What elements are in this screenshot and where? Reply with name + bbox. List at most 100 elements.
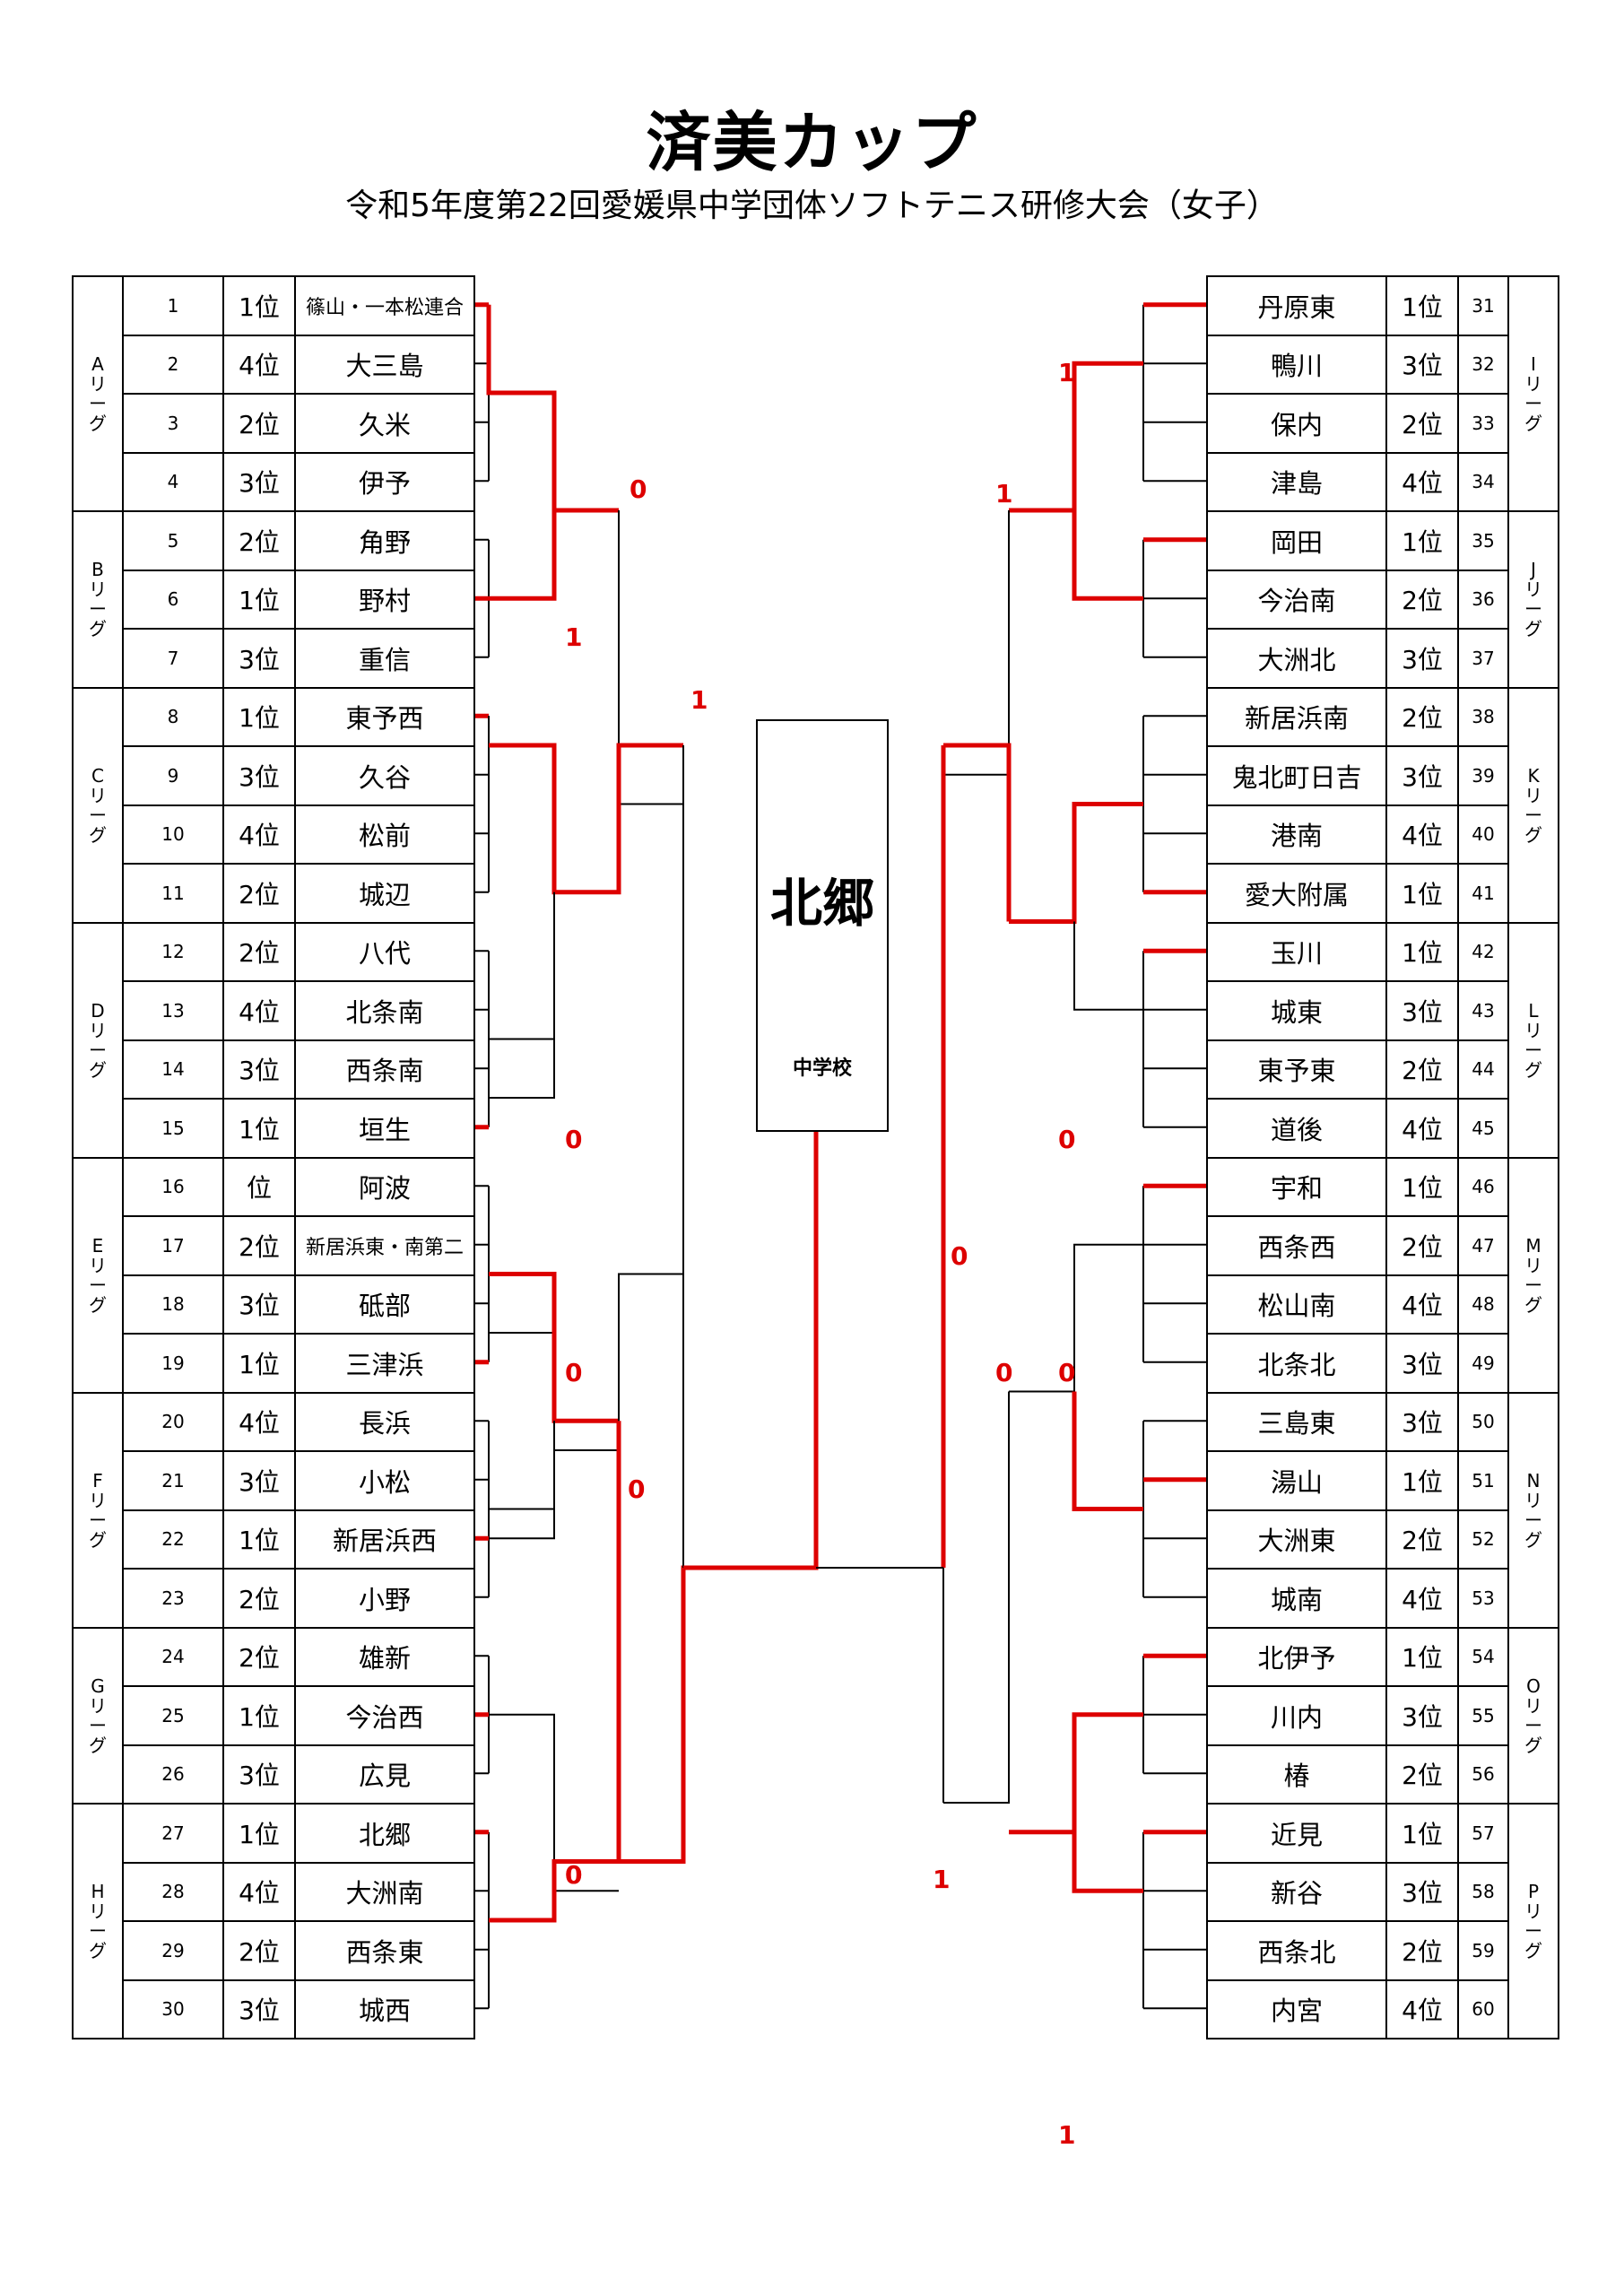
match-score: 1 bbox=[690, 685, 708, 715]
team-number: 44 bbox=[1457, 1039, 1509, 1100]
winner-path bbox=[1009, 361, 1143, 513]
school-name: 北条北 bbox=[1206, 1333, 1387, 1394]
team-rank: 3位 bbox=[1385, 980, 1459, 1041]
team-number: 17 bbox=[122, 1215, 224, 1276]
school-name: 大洲南 bbox=[294, 1861, 475, 1922]
team-number: 15 bbox=[122, 1098, 224, 1159]
school-name: 湯山 bbox=[1206, 1450, 1387, 1511]
team-rank: 1位 bbox=[1385, 1156, 1459, 1217]
school-name: 鬼北町日吉 bbox=[1206, 745, 1387, 806]
team-rank: 2位 bbox=[1385, 686, 1459, 747]
team-rank: 2位 bbox=[1385, 1920, 1459, 1981]
school-name: 道後 bbox=[1206, 1098, 1387, 1159]
league-label: Gリーグ bbox=[72, 1626, 124, 1805]
league-label: Pリーグ bbox=[1507, 1803, 1559, 2039]
school-name: 川内 bbox=[1206, 1685, 1387, 1746]
match-score: 0 bbox=[565, 1860, 582, 1890]
team-rank: 4位 bbox=[222, 980, 296, 1041]
league-label-text: Aリーグ bbox=[89, 353, 107, 434]
team-rank: 2位 bbox=[1385, 1039, 1459, 1100]
team-rank: 2位 bbox=[222, 1626, 296, 1687]
winner-path bbox=[489, 743, 683, 895]
league-label-text: Eリーグ bbox=[89, 1234, 107, 1316]
league-label-text: Oリーグ bbox=[1524, 1674, 1542, 1756]
school-name: 東予西 bbox=[294, 686, 475, 747]
team-rank: 1位 bbox=[1385, 921, 1459, 982]
school-name: 城南 bbox=[1206, 1568, 1387, 1629]
school-name: 西条西 bbox=[1206, 1215, 1387, 1276]
team-number: 59 bbox=[1457, 1920, 1509, 1981]
team-number: 19 bbox=[122, 1333, 224, 1394]
bracket-line bbox=[943, 510, 1010, 776]
team-number: 46 bbox=[1457, 1156, 1509, 1217]
winner-path bbox=[489, 1272, 619, 1423]
school-name: 野村 bbox=[294, 569, 475, 630]
school-name: 三島東 bbox=[1206, 1391, 1387, 1452]
school-name: 宇和 bbox=[1206, 1156, 1387, 1217]
school-name: 長浜 bbox=[294, 1391, 475, 1452]
team-rank: 4位 bbox=[1385, 1979, 1459, 2039]
team-number: 16 bbox=[122, 1156, 224, 1217]
team-rank: 1位 bbox=[1385, 863, 1459, 924]
team-rank: 4位 bbox=[222, 1391, 296, 1452]
league-label-text: Pリーグ bbox=[1524, 1881, 1542, 1961]
team-number: 41 bbox=[1457, 863, 1509, 924]
league-label: Lリーグ bbox=[1507, 921, 1559, 1159]
team-number: 7 bbox=[122, 628, 224, 689]
match-score: 0 bbox=[1058, 1358, 1075, 1387]
winner-path bbox=[943, 743, 1012, 922]
team-rank: 1位 bbox=[222, 1333, 296, 1394]
match-score: 0 bbox=[565, 1860, 582, 1890]
winner-path bbox=[486, 304, 619, 513]
team-rank: 4位 bbox=[222, 804, 296, 865]
team-rank: 3位 bbox=[222, 745, 296, 806]
league-label-text: Dリーグ bbox=[89, 999, 107, 1081]
team-number: 52 bbox=[1457, 1509, 1509, 1570]
league-label-text: Mリーグ bbox=[1524, 1234, 1542, 1316]
team-rank: 3位 bbox=[1385, 1333, 1459, 1394]
league-label-text: Jリーグ bbox=[1524, 559, 1542, 640]
school-name: 小松 bbox=[294, 1450, 475, 1511]
team-number: 38 bbox=[1457, 686, 1509, 747]
team-number: 40 bbox=[1457, 804, 1509, 865]
team-rank: 3位 bbox=[222, 1744, 296, 1805]
school-name: 新居浜南 bbox=[1206, 686, 1387, 747]
league-label: Oリーグ bbox=[1507, 1626, 1559, 1805]
school-name: 城東 bbox=[1206, 980, 1387, 1041]
school-name: 近見 bbox=[1206, 1803, 1387, 1864]
team-number: 56 bbox=[1457, 1744, 1509, 1805]
page-subtitle: 令和5年度第22回愛媛県中学団体ソフトテニス研修大会（女子） bbox=[345, 187, 1279, 224]
page-title: 済美カップ bbox=[646, 105, 978, 180]
match-score: 1 bbox=[1058, 358, 1075, 387]
team-number: 3 bbox=[122, 393, 224, 454]
